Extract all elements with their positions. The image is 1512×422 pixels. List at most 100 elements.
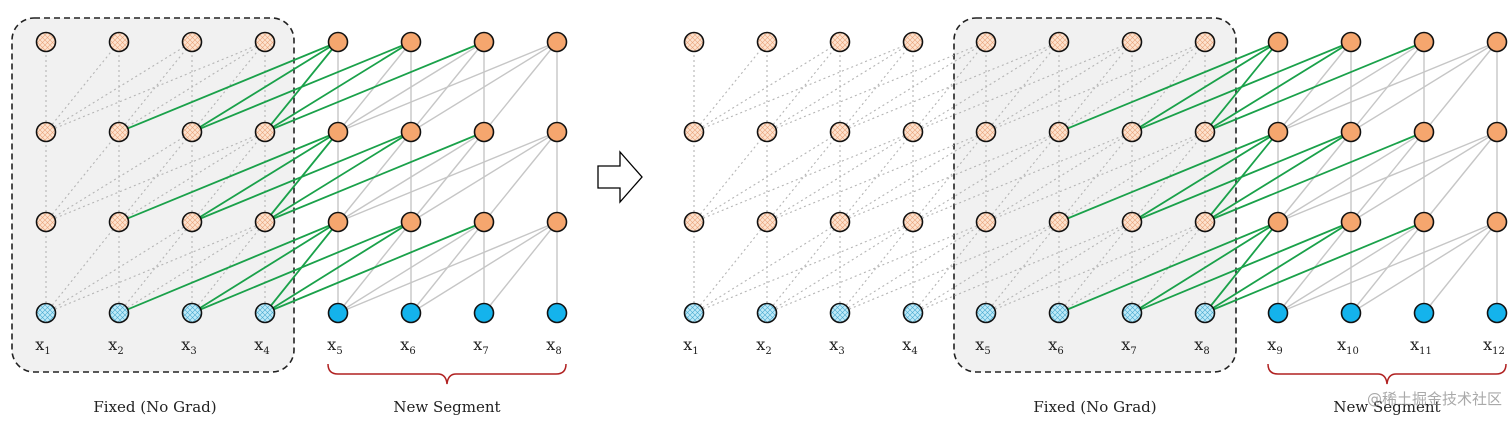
edge-grad [1204, 41, 1352, 133]
input-node-cached [108, 302, 130, 324]
edge-grad [1131, 41, 1279, 133]
edge-grad [1204, 41, 1425, 133]
right-fixed-caption: Fixed (No Grad) [1033, 398, 1156, 416]
hidden-node-new [473, 31, 495, 53]
right-new-segment-caption: New Segment [1333, 398, 1440, 416]
x-label: x2 [756, 335, 771, 357]
input-node-new [327, 302, 349, 324]
edge-cached [45, 41, 120, 133]
edge-cached [45, 131, 120, 223]
edge-cached [693, 221, 841, 314]
edge-cached [839, 131, 914, 223]
input-node-cached [683, 302, 705, 324]
left-fixed-box [11, 17, 295, 373]
input-node-cached [975, 302, 997, 324]
hidden-node-cached [1048, 121, 1070, 143]
edge-cached [45, 41, 193, 133]
edge-cached [118, 41, 193, 133]
edge-grad [191, 221, 339, 314]
edge-cached [1058, 41, 1133, 133]
edge-cached [191, 41, 266, 133]
edge-cached [766, 221, 914, 314]
hidden-node-new [546, 31, 568, 53]
input-node-cached [1194, 302, 1216, 324]
edge-new [1277, 221, 1425, 314]
edge-cached [985, 41, 1133, 133]
hidden-node-cached [683, 211, 705, 233]
x-label: x6 [400, 335, 415, 357]
edge-new [410, 131, 558, 223]
edge-grad [191, 221, 412, 314]
edge-new [1277, 41, 1425, 133]
edge-grad [264, 221, 485, 314]
edge-cached [693, 221, 914, 314]
hidden-node-cached [975, 31, 997, 53]
edge-cached [693, 131, 841, 223]
edge-cached [693, 41, 841, 133]
edge-grad [1131, 131, 1352, 223]
hidden-node-new [400, 211, 422, 233]
right-edges [693, 41, 1498, 314]
input-node-cached [1121, 302, 1143, 324]
edge-cached [839, 131, 987, 223]
x-label: x12 [1483, 335, 1505, 357]
edge-new [483, 221, 558, 314]
hidden-node-cached [829, 121, 851, 143]
hidden-node-cached [1048, 31, 1070, 53]
hidden-node-cached [181, 121, 203, 143]
x-label: x1 [35, 335, 50, 357]
edge-grad [264, 221, 412, 314]
edge-cached [766, 131, 987, 223]
x-label: x1 [683, 335, 698, 357]
hidden-node-cached [1121, 31, 1143, 53]
hidden-node-cached [829, 211, 851, 233]
edge-cached [1131, 131, 1206, 223]
hidden-node-cached [1121, 121, 1143, 143]
edge-new [337, 41, 485, 133]
edge-cached [118, 221, 266, 314]
left-new-segment-caption: New Segment [393, 398, 500, 416]
watermark: @稀土掘金技术社区 [1366, 390, 1502, 408]
right-new-segment-brace [1267, 363, 1507, 385]
edge-new [1423, 131, 1498, 223]
edge-cached [766, 41, 914, 133]
edge-grad [1131, 221, 1279, 314]
edge-cached [118, 41, 266, 133]
hidden-node-new [1267, 31, 1289, 53]
hidden-node-cached [756, 121, 778, 143]
x-label: x7 [473, 335, 488, 357]
hidden-node-cached [756, 211, 778, 233]
edge-cached [766, 131, 841, 223]
hidden-node-cached [181, 211, 203, 233]
left-new-segment-brace [327, 363, 567, 385]
hidden-node-new [1340, 211, 1362, 233]
hidden-node-new [473, 121, 495, 143]
input-node-cached [181, 302, 203, 324]
edge-grad [1131, 131, 1279, 223]
hidden-node-cached [108, 31, 130, 53]
x-label: x8 [546, 335, 561, 357]
hidden-node-new [473, 211, 495, 233]
edge-new [1423, 41, 1498, 133]
hidden-node-new [546, 121, 568, 143]
hidden-node-cached [108, 121, 130, 143]
edge-cached [693, 131, 768, 223]
edge-cached [1058, 41, 1206, 133]
edge-grad [191, 131, 339, 223]
x-label: x10 [1337, 335, 1359, 357]
edge-cached [45, 221, 193, 314]
edge-new [337, 221, 558, 314]
x-label: x3 [181, 335, 196, 357]
edge-cached [766, 41, 841, 133]
hidden-node-cached [254, 31, 276, 53]
edge-cached [766, 131, 914, 223]
input-node-new [400, 302, 422, 324]
edge-cached [1058, 131, 1206, 223]
edge-new [1423, 221, 1498, 314]
edge-grad [264, 41, 485, 133]
hidden-node-cached [1194, 31, 1216, 53]
edge-new [1277, 131, 1425, 223]
edge-cached [693, 41, 914, 133]
edge-grad [118, 221, 339, 314]
